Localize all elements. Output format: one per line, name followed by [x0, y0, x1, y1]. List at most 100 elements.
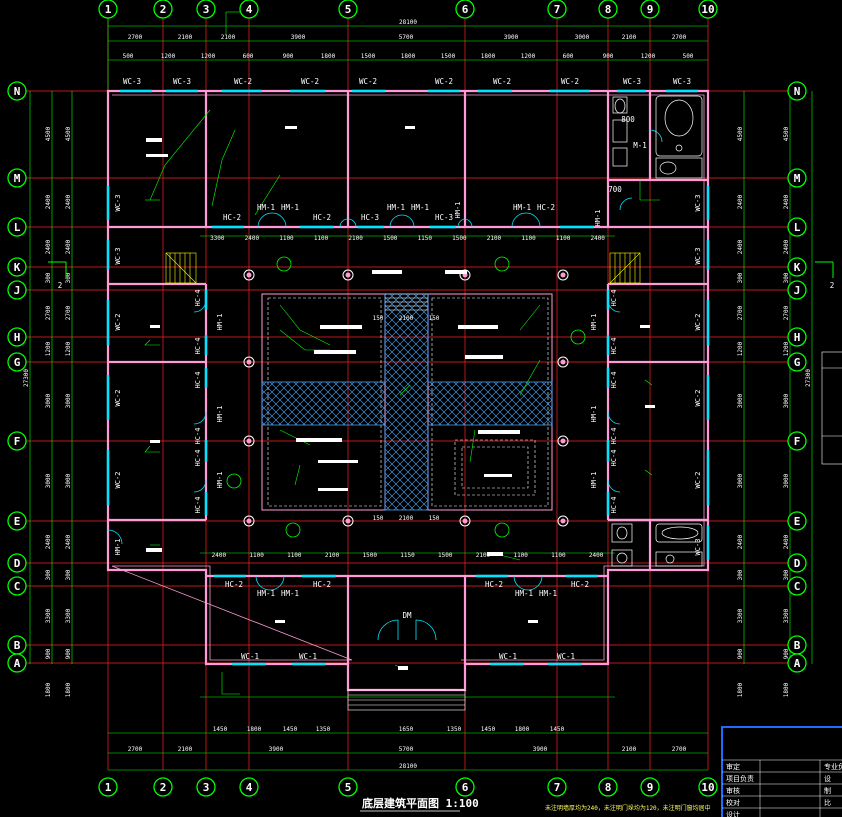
column-post [243, 435, 255, 447]
door-side-left-2: HC-4 [194, 338, 202, 355]
axis-row-left-C-bubble [7, 576, 27, 596]
dim-top3-2: 1200 [201, 53, 216, 60]
axis-col-bottom-6-label: 6 [462, 781, 469, 794]
title-block-row-1: 项目负责 [726, 774, 754, 783]
dim-court-top-0: 150 [373, 315, 384, 322]
axis-row-left-E-bubble [7, 511, 27, 531]
dim-left2-10: 3300 [65, 608, 72, 623]
dim-left-11: 900 [45, 648, 52, 659]
axis-row-left-F-bubble [7, 431, 27, 451]
window-top-1: WC-3 [173, 77, 191, 86]
dim-left-0: 4500 [45, 126, 52, 141]
dim-left2-6: 3000 [65, 393, 72, 408]
door-L-3: HC-2 [313, 213, 331, 222]
axis-row-right-K-label: K [794, 261, 801, 274]
axis-row-right-N-label: N [794, 85, 801, 98]
column-post [243, 356, 255, 368]
door-D-1: HM-1 [257, 589, 275, 598]
door-side-left-1: HM-1 [216, 314, 224, 331]
axis-col-bottom-7-bubble [547, 777, 567, 797]
title-block-row-2: 审核 [726, 786, 740, 795]
dim-top3-8: 1500 [441, 53, 456, 60]
dim-top2-5: 3900 [504, 34, 519, 41]
axis-col-bottom-1-label: 1 [105, 781, 112, 794]
dim-left-10: 3300 [45, 608, 52, 623]
dim-left2-0: 4500 [65, 126, 72, 141]
column-core [560, 438, 566, 444]
axis-row-left-L-bubble [7, 217, 27, 237]
dim-top3-5: 1800 [321, 53, 336, 60]
axis-row-right-D-bubble [787, 553, 807, 573]
dim-left2-11: 900 [65, 648, 72, 659]
dim-top2-0: 2700 [128, 34, 143, 41]
axis-row-left-J-bubble [7, 280, 27, 300]
dim-right2-4: 2700 [783, 305, 790, 320]
column-core [246, 518, 252, 524]
title-block-row-4: 设计 [726, 810, 740, 817]
door-side-left-5: HC-4 [194, 428, 202, 445]
axis-row-left-N-bubble [7, 81, 27, 101]
dim-bot1-7: 1800 [515, 726, 530, 733]
dim-innerL-11: 2400 [590, 235, 605, 242]
axis-row-left-F-label: F [14, 435, 21, 448]
dim-left-9: 300 [45, 569, 52, 580]
axis-row-right-A-bubble [787, 653, 807, 673]
axis-col-bottom-3-bubble [196, 777, 216, 797]
window-top-6: WC-2 [493, 77, 511, 86]
door-L-4: HC-3 [361, 213, 379, 222]
door-D-3: HC-2 [313, 580, 331, 589]
axis-col-top-2-bubble [153, 0, 173, 19]
axis-col-top-6-label: 6 [462, 3, 469, 16]
dim-left2-8: 2400 [65, 534, 72, 549]
axis-col-bottom-9-label: 9 [647, 781, 654, 794]
dim-left-3: 300 [45, 272, 52, 283]
column-core [246, 438, 252, 444]
dim-right2-10: 3300 [783, 608, 790, 623]
dim-right-8: 2400 [737, 534, 744, 549]
dim-left2-1: 2400 [65, 194, 72, 209]
axis-row-right-K-bubble [787, 257, 807, 277]
axis-col-bottom-10-bubble [698, 777, 718, 797]
dim-top2-1: 2100 [178, 34, 193, 41]
door-side-left-4: HM-1 [216, 406, 224, 423]
dim-innerL-4: 2100 [348, 235, 363, 242]
dim-innerL-8: 2100 [487, 235, 502, 242]
door-D-0: HC-2 [225, 580, 243, 589]
window-top-4: WC-2 [359, 77, 377, 86]
axis-row-right-B-label: B [794, 639, 801, 652]
axis-row-left-G-label: G [14, 356, 21, 369]
dim-top3-4: 900 [283, 53, 294, 60]
axis-row-right-J-label: J [794, 284, 801, 297]
door-side-right-5: HC-4 [610, 428, 618, 445]
dim-right2-6: 3000 [783, 393, 790, 408]
dim-right-2: 2400 [737, 239, 744, 254]
right-edge-table [821, 351, 842, 465]
axis-row-left-E-label: E [14, 515, 21, 528]
axis-row-right-L-label: L [794, 221, 801, 234]
axis-row-right-J-bubble [787, 280, 807, 300]
dim-top2-7: 2100 [622, 34, 637, 41]
door-m1-label: M-1 [633, 141, 647, 150]
dim-bot1-8: 1450 [550, 726, 565, 733]
door-L-10: HC-2 [537, 203, 555, 212]
door-side-right-2: HC-4 [610, 338, 618, 355]
dimension-lines [29, 12, 813, 771]
door-L-8: HM-1 [454, 202, 462, 219]
window-bottom-2: WC-1 [499, 652, 517, 661]
dim-bot2-4: 3900 [533, 746, 548, 753]
dim-bot1-5: 1350 [447, 726, 462, 733]
axis-row-left-J-label: J [14, 284, 21, 297]
dim-bot1-3: 1350 [316, 726, 331, 733]
dim-innerL-0: 3300 [210, 235, 225, 242]
dim-left-total: 27300 [23, 369, 30, 387]
column-core [246, 359, 252, 365]
axis-col-top-7-label: 7 [554, 3, 561, 16]
dim-right2-9: 300 [783, 569, 790, 580]
column-post [342, 515, 354, 527]
windows [106, 89, 710, 666]
axis-col-top-10-bubble [698, 0, 718, 19]
dim-left-4: 2700 [45, 305, 52, 320]
dim-bot1-2: 1450 [283, 726, 298, 733]
dim-innerD-0: 2400 [212, 552, 227, 559]
column-post [557, 515, 569, 527]
